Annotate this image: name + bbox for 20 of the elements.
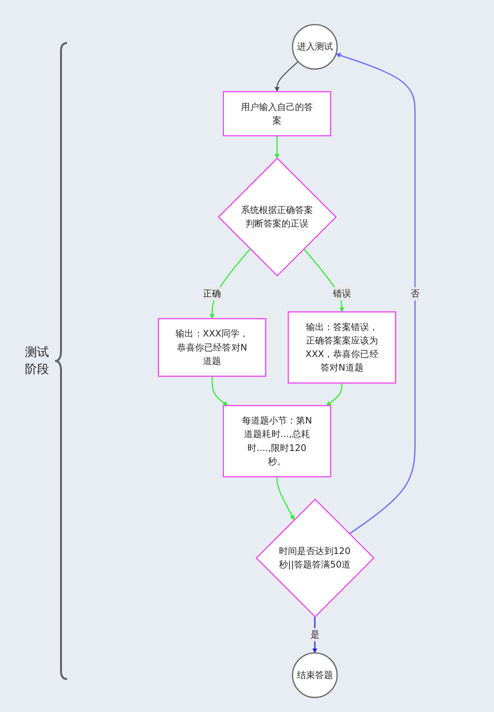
- node-box: 用户输入自己的答案: [222, 91, 332, 136]
- stage-label: 测试阶段: [24, 344, 50, 378]
- node-box: 每道题小节：第N道题耗时...,总耗时....,限时120秒。: [222, 405, 332, 478]
- arrow: [274, 61, 299, 92]
- arrow: [274, 136, 280, 159]
- arrow: [212, 376, 228, 406]
- node-box: 输出：XXX同学，恭喜你已经答对N道题: [158, 318, 266, 377]
- arrow: [210, 248, 251, 319]
- edge-label: 错误: [332, 288, 351, 299]
- node-circle: 进入测试: [292, 24, 338, 70]
- arrow: [336, 52, 416, 534]
- node-diamond: 系统根据正确答案判断答案的正误: [218, 158, 337, 277]
- node-circle: 结束答题: [292, 652, 338, 698]
- edge-label: 否: [410, 288, 420, 299]
- arrow: [276, 476, 294, 520]
- edge-label: 是: [310, 629, 320, 640]
- node-box: 输出：答案错误，正确答案案应该为XXX，恭喜你已经答对N道题: [288, 311, 396, 384]
- edge-label: 正确: [203, 288, 222, 299]
- arrow: [326, 383, 342, 406]
- node-diamond: 时间是否达到120秒||答题答满50道: [256, 498, 375, 618]
